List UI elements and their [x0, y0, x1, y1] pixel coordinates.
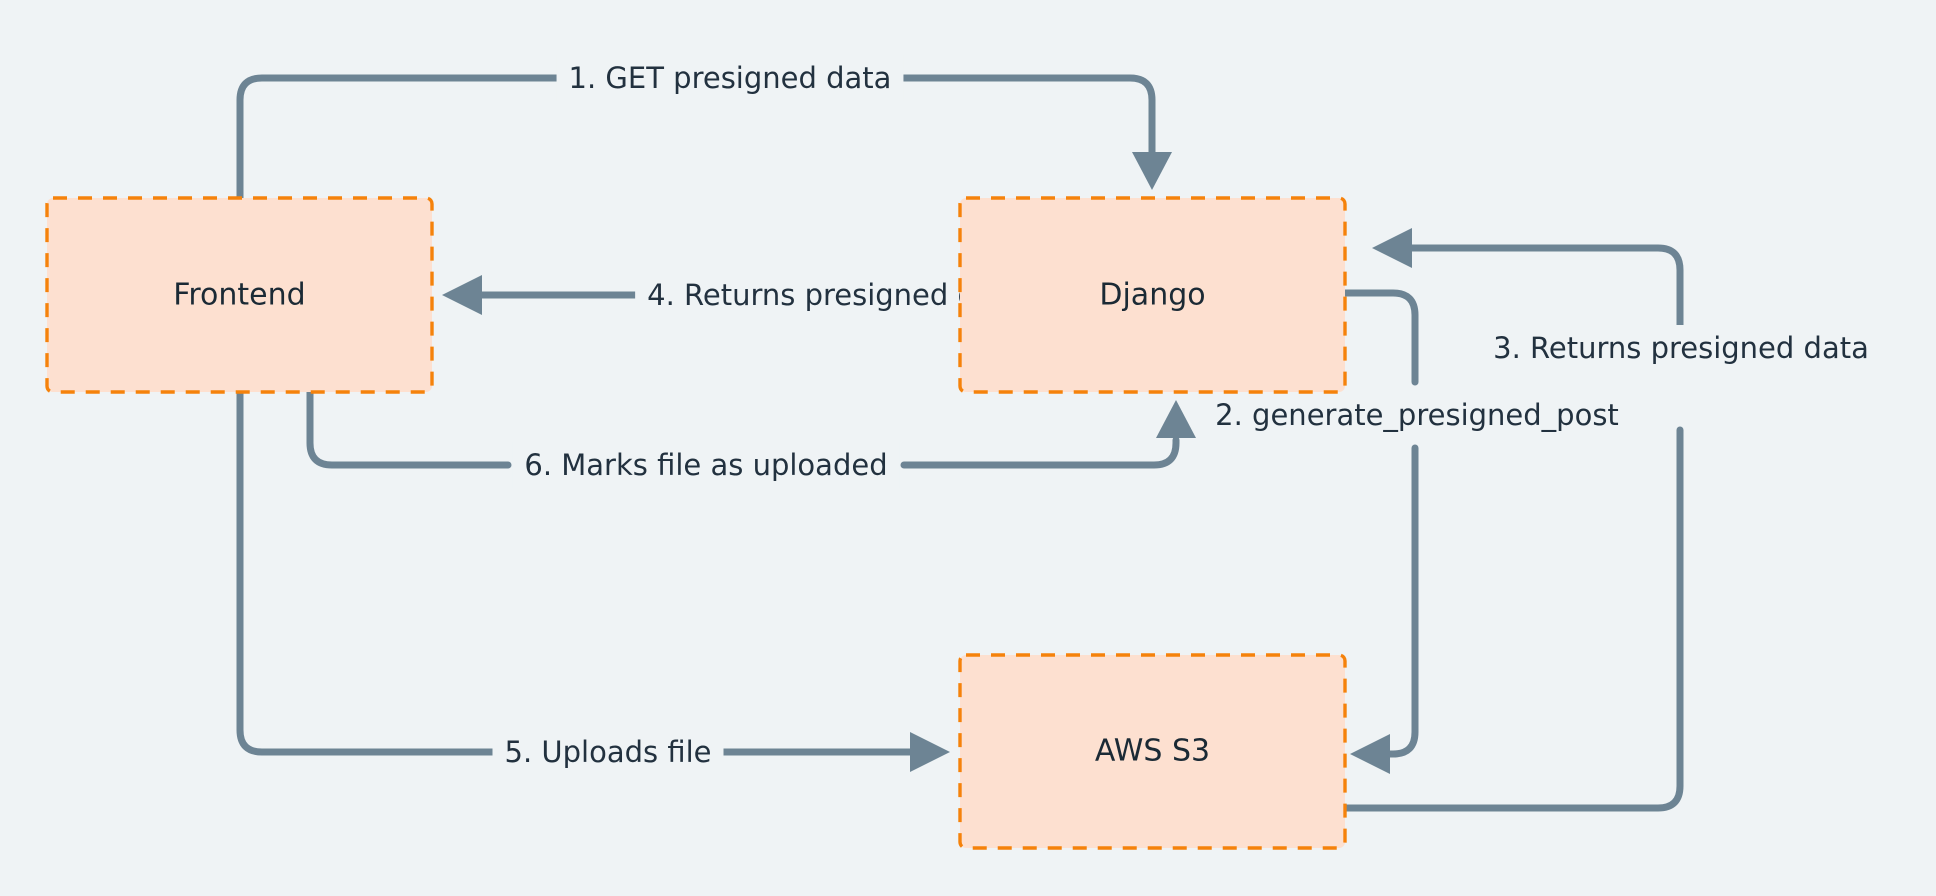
- edge-3-label: 3. Returns presigned data: [1493, 331, 1869, 365]
- node-django-label: Django: [1099, 278, 1205, 313]
- node-frontend-box[interactable]: [45, 196, 434, 394]
- edge-5-path-left: [236, 388, 502, 756]
- edge-1-arrowhead: [1132, 152, 1172, 190]
- edge-3-path-top: [1406, 244, 1684, 352]
- edge-2-arrowhead: [1350, 734, 1390, 774]
- edge-3-path-bottom: [1341, 426, 1684, 812]
- node-aws-s3-label: AWS S3: [1095, 734, 1210, 769]
- edge-2-label: 2. generate_presigned_post: [1215, 398, 1619, 432]
- node-django[interactable]: Django: [958, 196, 1347, 394]
- edge-6-path-right: [900, 436, 1180, 469]
- edge-6-path-left: [306, 388, 512, 469]
- edge-1-get-presigned-data: 1. GET presigned data: [236, 55, 1172, 202]
- node-frontend[interactable]: Frontend: [45, 196, 434, 394]
- edge-6-arrowhead: [1156, 400, 1196, 438]
- node-aws-s3-box[interactable]: [958, 653, 1347, 850]
- edge-6-label-backdrop: [512, 442, 900, 488]
- edge-5-arrowhead: [910, 732, 950, 772]
- edge-5-label: 5. Uploads file: [505, 735, 712, 769]
- edge-1-path-left: [236, 74, 564, 202]
- edge-1-label-backdrop: [556, 55, 904, 101]
- edge-6-label: 6. Marks file as uploaded: [524, 448, 887, 482]
- node-django-box[interactable]: [958, 196, 1347, 394]
- edge-3-arrowhead: [1372, 228, 1412, 268]
- edge-5-uploads-file: 5. Uploads file: [236, 388, 950, 775]
- node-aws-s3[interactable]: AWS S3: [958, 653, 1347, 850]
- edge-6-marks-file-as-uploaded: 6. Marks file as uploaded: [306, 388, 1196, 488]
- edge-2-label-backdrop: [1203, 392, 1631, 438]
- edge-4-arrowhead: [442, 275, 482, 315]
- edge-5-label-backdrop: [492, 729, 724, 775]
- edge-2-path-bottom: [1384, 444, 1419, 758]
- node-frontend-label: Frontend: [173, 278, 305, 313]
- edge-4-returns-presigned-data: 4. Returns presigned data: [442, 272, 1035, 318]
- edge-1-path-right: [896, 74, 1156, 156]
- edge-2-generate-presigned-post: 2. generate_presigned_post: [1203, 289, 1631, 774]
- edge-1-label: 1. GET presigned data: [569, 61, 892, 95]
- edge-2-path-top: [1341, 289, 1419, 386]
- edge-3-returns-presigned-data: 3. Returns presigned data: [1341, 228, 1881, 812]
- edge-3-label-backdrop: [1481, 325, 1881, 371]
